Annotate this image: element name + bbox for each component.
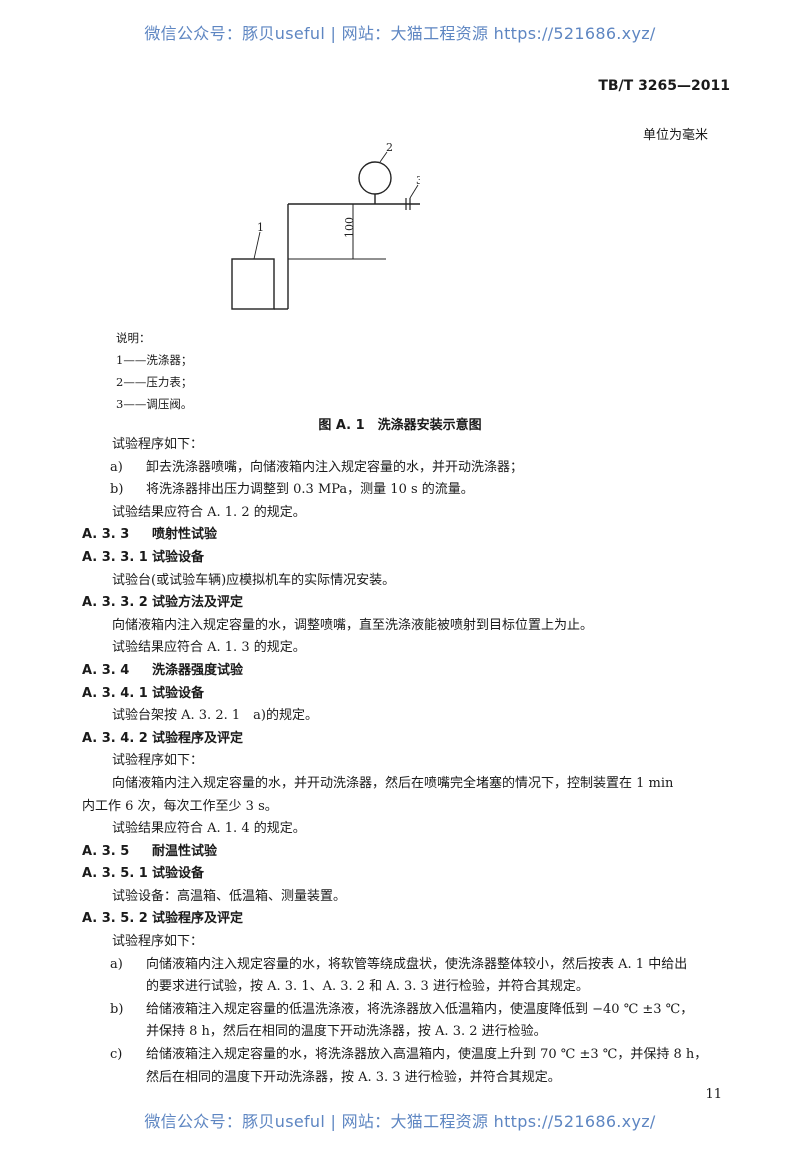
section-number: A. 3. 3. 2 xyxy=(82,595,148,611)
legend-item: 3——调压阀。 xyxy=(116,397,193,411)
section-heading: A. 3. 4 洗涤器强度试验 xyxy=(82,660,742,683)
section-title: 喷射性试验 xyxy=(152,527,218,543)
pressure-gauge xyxy=(358,161,392,195)
section-title: 耐温性试验 xyxy=(152,843,218,859)
list-item: a) 卸去洗涤器喷嘴，向储液箱内注入规定容量的水，并开动洗涤器； xyxy=(82,457,742,480)
watermark-top: 微信公众号：豚贝useful | 网站：大猫工程资源 https://52168… xyxy=(144,24,656,43)
paragraph: 试验台架按 A. 3. 2. 1 a)的规定。 xyxy=(112,708,318,724)
dimension-label: 100 xyxy=(343,217,356,238)
section-title: 试验程序及评定 xyxy=(152,911,244,927)
paragraph: 试验设备：高温箱、低温箱、测量装置。 xyxy=(112,888,347,904)
callout-3: 3 xyxy=(416,174,420,187)
legend-item: 2——压力表； xyxy=(116,375,193,389)
section-number: A. 3. 5. 1 xyxy=(82,866,148,882)
list-text: 给储液箱注入规定容量的低温洗涤液，将洗涤器放入低温箱内，使温度降低到 −40 ℃… xyxy=(146,1001,694,1017)
list-item: b) 给储液箱注入规定容量的低温洗涤液，将洗涤器放入低温箱内，使温度降低到 −40… xyxy=(82,999,742,1022)
list-text: 将洗涤器排出压力调整到 0.3 MPa，测量 10 s 的流量。 xyxy=(146,482,474,498)
section-number: A. 3. 3 xyxy=(82,527,130,543)
paragraph: 试验程序如下： xyxy=(112,753,204,769)
section-number: A. 3. 4. 2 xyxy=(82,730,148,746)
section-number: A. 3. 5. 2 xyxy=(82,911,148,927)
list-text: 向储液箱内注入规定容量的水，将软管等绕成盘状，使洗涤器整体较小，然后按表 A. … xyxy=(146,956,688,972)
paragraph: 试验台(或试验车辆)应模拟机车的实际情况安装。 xyxy=(112,572,396,588)
section-title: 试验设备 xyxy=(152,685,205,701)
installation-diagram: 1 2 3 100 xyxy=(231,141,420,310)
paragraph: 向储液箱内注入规定容量的水，并开动洗涤器，然后在喷嘴完全堵塞的情况下，控制装置在… xyxy=(112,775,674,791)
section-title: 试验设备 xyxy=(152,866,205,882)
list-label: c) xyxy=(110,1047,123,1063)
callout-2: 2 xyxy=(386,141,393,154)
section-title: 试验方法及评定 xyxy=(152,595,244,611)
list-text: 给储液箱注入规定容量的水，将洗涤器放入高温箱内，使温度上升到 70 ℃ ±3 ℃… xyxy=(146,1047,708,1063)
section-title: 洗涤器强度试验 xyxy=(152,662,244,678)
paragraph: 试验结果应符合 A. 1. 2 的规定。 xyxy=(112,504,306,520)
section-number: A. 3. 5 xyxy=(82,843,130,859)
section-number: A. 3. 3. 1 xyxy=(82,549,148,565)
page-number: 11 xyxy=(705,1087,722,1102)
section-number: A. 3. 4. 1 xyxy=(82,685,148,701)
list-text: 的要求进行试验，按 A. 3. 1、A. 3. 2 和 A. 3. 3 进行检验… xyxy=(146,979,589,995)
figure-caption: 图 A. 1 洗涤器安装示意图 xyxy=(318,418,482,433)
section-number: A. 3. 4 xyxy=(82,662,130,678)
unit-note: 单位为毫米 xyxy=(642,128,708,143)
section-heading: A. 3. 5 耐温性试验 xyxy=(82,841,742,864)
list-label: a) xyxy=(110,956,123,972)
figure-legend: 说明： 1——洗涤器； 2——压力表； 3——调压阀。 xyxy=(116,327,192,415)
section-title: 试验程序及评定 xyxy=(152,730,244,746)
watermark-bottom: 微信公众号：豚贝useful | 网站：大猫工程资源 https://52168… xyxy=(144,1112,656,1131)
paragraph-continuation: 内工作 6 次，每次工作至少 3 s。 xyxy=(82,798,278,814)
paragraph: 向储液箱内注入规定容量的水，调整喷嘴，直至洗涤液能被喷射到目标位置上为止。 xyxy=(112,617,594,633)
list-item-continuation: 并保持 8 h，然后在相同的温度下开动洗涤器，按 A. 3. 2 进行检验。 xyxy=(82,1021,742,1044)
callout-1: 1 xyxy=(257,221,264,234)
paragraph: 试验结果应符合 A. 1. 4 的规定。 xyxy=(112,821,306,837)
paragraph: 试验结果应符合 A. 1. 3 的规定。 xyxy=(112,640,306,656)
list-label: a) xyxy=(110,459,123,475)
list-item: c) 给储液箱注入规定容量的水，将洗涤器放入高温箱内，使温度上升到 70 ℃ ±3… xyxy=(82,1044,742,1067)
list-item: a) 向储液箱内注入规定容量的水，将软管等绕成盘状，使洗涤器整体较小，然后按表 A… xyxy=(82,954,742,977)
list-item-continuation: 然后在相同的温度下开动洗涤器，按 A. 3. 3 进行检验，并符合其规定。 xyxy=(82,1067,742,1090)
list-text: 然后在相同的温度下开动洗涤器，按 A. 3. 3 进行检验，并符合其规定。 xyxy=(146,1069,561,1085)
standard-number: TB/T 3265—2011 xyxy=(598,78,730,94)
list-label: b) xyxy=(110,482,124,498)
paragraph: 试验程序如下： xyxy=(112,437,204,452)
list-label: b) xyxy=(110,1001,124,1017)
list-text: 卸去洗涤器喷嘴，向储液箱内注入规定容量的水，并开动洗涤器； xyxy=(146,459,524,475)
section-heading: A. 3. 3 喷射性试验 xyxy=(82,524,742,547)
paragraph: 试验程序如下： xyxy=(112,934,204,950)
legend-item: 1——洗涤器； xyxy=(116,353,193,367)
section-title: 试验设备 xyxy=(152,549,205,565)
list-item-continuation: 的要求进行试验，按 A. 3. 1、A. 3. 2 和 A. 3. 3 进行检验… xyxy=(82,976,742,999)
list-item: b) 将洗涤器排出压力调整到 0.3 MPa，测量 10 s 的流量。 xyxy=(82,479,742,502)
washer-box xyxy=(231,258,275,310)
legend-title: 说明： xyxy=(116,331,151,345)
list-text: 并保持 8 h，然后在相同的温度下开动洗涤器，按 A. 3. 2 进行检验。 xyxy=(146,1024,547,1040)
document-body: 试验程序如下： a)卸去洗涤器喷嘴，向储液箱内注入规定容量的水，并开动洗涤器； … xyxy=(82,434,742,1089)
